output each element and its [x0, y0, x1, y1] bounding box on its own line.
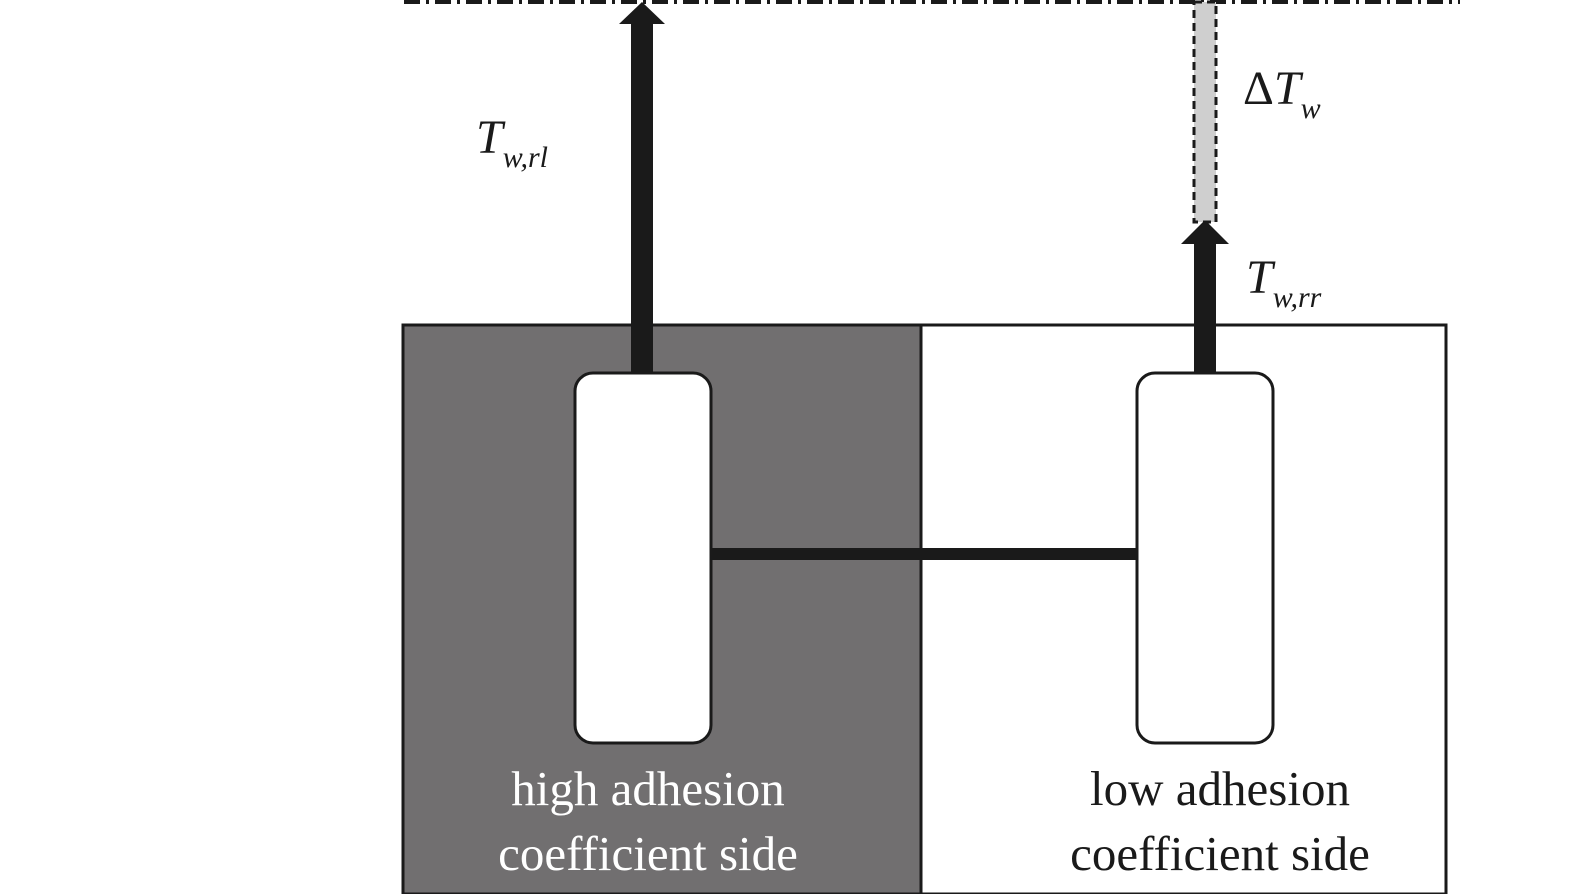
delta-symbol: Δ: [1243, 62, 1274, 115]
torque-right-symbol: T: [1246, 251, 1276, 304]
low-side-caption-line2: coefficient side: [1070, 826, 1370, 881]
torque-left-label: Tw,rl: [476, 111, 548, 174]
torque-left-symbol: T: [476, 111, 506, 164]
torque-right-arrow-shaft: [1194, 240, 1216, 375]
high-side-caption-line2: coefficient side: [498, 826, 798, 881]
torque-right-label: Tw,rr: [1246, 251, 1322, 314]
axle: [710, 548, 1140, 560]
torque-left-arrow-shaft: [631, 22, 653, 377]
torque-right-subscript: w,rr: [1273, 281, 1322, 314]
left-wheel: [573, 371, 713, 745]
torque-left-arrowhead: [619, 2, 665, 24]
delta-torque-label: ΔTw: [1243, 62, 1321, 125]
torque-right-arrowhead: [1181, 220, 1229, 244]
delta-torque-symbol: T: [1274, 62, 1304, 115]
high-side-caption-line1: high adhesion: [511, 761, 785, 816]
low-side-caption-line1: low adhesion: [1090, 761, 1350, 816]
delta-torque-subscript: w: [1301, 92, 1321, 125]
right-wheel: [1135, 371, 1275, 745]
delta-torque-bar: [1192, 0, 1218, 224]
torque-left-subscript: w,rl: [503, 141, 548, 174]
